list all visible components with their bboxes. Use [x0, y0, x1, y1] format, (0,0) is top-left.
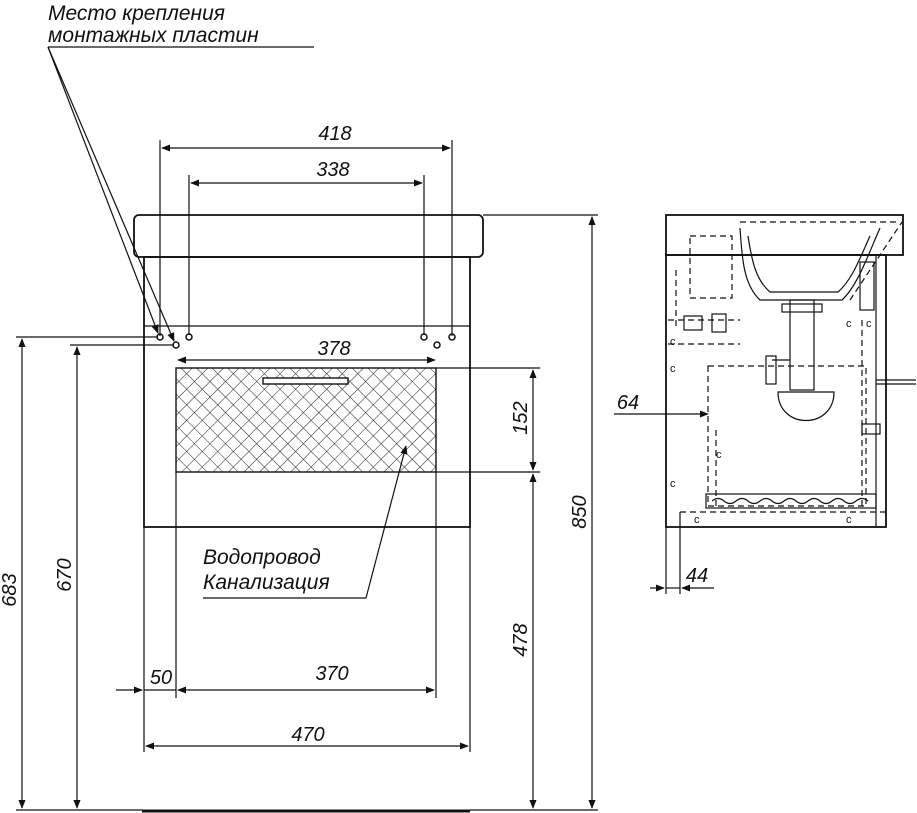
dim-50: 50 [150, 667, 172, 689]
drawer-mesh [175, 367, 437, 473]
pipes-leader [365, 445, 408, 599]
dim-418: 418 [318, 123, 351, 145]
clip-glyph-8: c [846, 514, 852, 526]
dim-44: 44 [686, 565, 708, 587]
clip-glyph-5: c [846, 318, 852, 330]
cabinet-body [143, 256, 471, 528]
clip-glyph-1: c [670, 336, 676, 348]
front-view: 418 338 378 152 478 850 683 670 [0, 2, 598, 813]
dim-470: 470 [291, 724, 324, 746]
clip-glyph-7: c [694, 514, 700, 526]
dim-370: 370 [315, 663, 348, 685]
side-body [665, 254, 887, 528]
dim-64: 64 [617, 392, 639, 414]
mount-label-line2: монтажных пластин [48, 24, 259, 47]
dim-850: 850 [569, 495, 591, 528]
clip-glyph-3: c [670, 478, 676, 490]
clip-glyph-4: c [716, 449, 722, 461]
side-basin-top [665, 214, 904, 256]
pipes-label-line1: Водопровод [203, 546, 321, 569]
dim-338: 338 [316, 159, 349, 181]
siphon-bottle [777, 391, 835, 422]
dim-670: 670 [54, 558, 76, 591]
clip-glyph-2: c [670, 363, 676, 375]
dim-478: 478 [510, 623, 532, 656]
bowl-outline [739, 227, 881, 301]
mount-leader-1 [47, 46, 159, 334]
mount-leader-2 [47, 46, 175, 342]
dim-152: 152 [510, 401, 532, 434]
mount-hole-5 [433, 341, 441, 349]
side-view: c c c c c c c c 64 44 [614, 214, 916, 594]
drawer-handle [262, 377, 349, 385]
siphon-pipe [789, 299, 815, 391]
mount-label-line1: Место крепления [48, 2, 225, 25]
basin-top [133, 214, 484, 258]
clip-glyph-6: c [866, 318, 872, 330]
side-rail [705, 493, 877, 509]
dim-378: 378 [317, 338, 350, 360]
pipes-label-line2: Канализация [203, 571, 330, 594]
dim-683: 683 [0, 573, 21, 606]
